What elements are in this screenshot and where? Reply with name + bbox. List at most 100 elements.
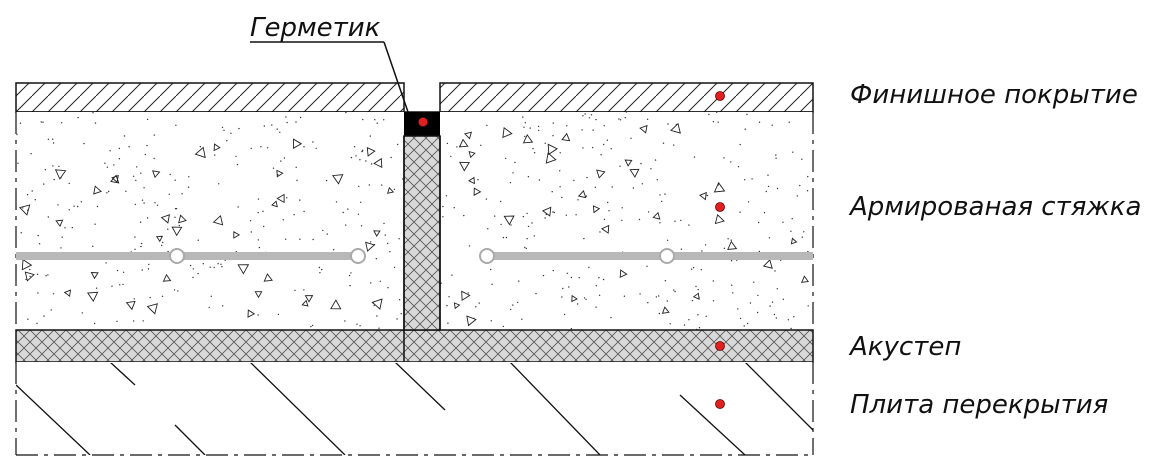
stipple-dot xyxy=(773,313,776,316)
stipple-dot xyxy=(19,122,22,124)
stipple-dot xyxy=(659,194,661,196)
stipple-dot xyxy=(535,292,537,295)
stipple-dot xyxy=(356,323,358,325)
stipple-dot xyxy=(162,241,164,244)
stipple-dot xyxy=(237,206,239,208)
stipple-dot xyxy=(602,278,605,281)
stipple-dot xyxy=(803,231,805,233)
aggregate-mark xyxy=(276,169,284,178)
aggregate-mark xyxy=(629,168,640,178)
stipple-dot xyxy=(257,314,259,316)
marker-sealant xyxy=(418,117,428,127)
stipple-dot xyxy=(799,184,801,187)
layer-markers xyxy=(418,91,725,409)
stipple-dot xyxy=(807,175,809,178)
stipple-dot xyxy=(603,143,605,146)
stipple-dot xyxy=(753,281,755,283)
stipple-dot xyxy=(545,213,547,216)
stipple-dot xyxy=(387,287,389,289)
stipple-dot xyxy=(538,179,541,181)
stipple-dot xyxy=(790,230,792,232)
aggregate-mark xyxy=(18,204,31,216)
stipple-dot xyxy=(113,164,115,166)
stipple-dot xyxy=(500,200,502,203)
aggregate-mark xyxy=(503,215,515,226)
stipple-dot xyxy=(767,174,769,176)
stipple-dot xyxy=(674,290,676,293)
stipple-dot xyxy=(790,327,792,330)
stipple-dot xyxy=(17,162,19,164)
aggregate-mark xyxy=(713,181,726,193)
aggregate-mark xyxy=(93,185,102,195)
stipple-dot xyxy=(537,125,540,128)
stipple-dot xyxy=(310,325,312,328)
stipple-dot xyxy=(487,228,489,230)
aggregate-mark xyxy=(699,191,707,201)
stipple-dot xyxy=(523,126,525,128)
stipple-dot xyxy=(533,235,535,237)
stipple-dot xyxy=(95,287,98,289)
stipple-dot xyxy=(739,143,741,146)
stipple-dot xyxy=(361,150,363,152)
stipple-dot xyxy=(510,224,512,226)
stipple-dot xyxy=(521,318,523,320)
aggregate-mark xyxy=(473,187,482,196)
stipple-dot xyxy=(526,212,528,215)
stipple-dot xyxy=(22,207,24,209)
stipple-dot xyxy=(559,170,561,172)
stipple-dot xyxy=(293,214,295,216)
stipple-dot xyxy=(178,224,180,227)
stipple-dot xyxy=(692,266,695,269)
stipple-dot xyxy=(688,224,690,226)
stipple-dot xyxy=(221,126,224,129)
stipple-dot xyxy=(400,313,402,315)
stipple-dot xyxy=(350,156,353,159)
stipple-dot xyxy=(44,169,46,171)
stipple-dot xyxy=(446,305,448,307)
aggregate-mark xyxy=(670,122,681,134)
stipple-dot xyxy=(257,211,259,214)
aggregate-mark xyxy=(373,157,383,169)
stipple-dot xyxy=(174,179,176,181)
stipple-dot xyxy=(595,118,597,121)
stipple-dot xyxy=(568,286,570,288)
stipple-dot xyxy=(140,172,142,174)
aggregate-mark xyxy=(468,150,476,159)
stipple-dot xyxy=(141,269,143,271)
stipple-dot xyxy=(807,305,809,307)
stipple-dot xyxy=(333,249,335,251)
stipple-dot xyxy=(598,294,601,296)
stipple-dot xyxy=(61,236,63,238)
aggregate-mark xyxy=(160,214,170,224)
stipple-dot xyxy=(135,179,137,182)
stipple-dot xyxy=(448,296,450,298)
stipple-dot xyxy=(654,159,657,161)
stipple-dot xyxy=(147,268,150,270)
stipple-dot xyxy=(594,186,597,188)
stipple-dot xyxy=(389,251,391,253)
stipple-dot xyxy=(359,325,361,327)
aggregate-mark xyxy=(571,294,578,303)
stipple-dot xyxy=(136,166,138,168)
stipple-dot xyxy=(553,211,555,214)
stipple-dot xyxy=(674,220,676,222)
stipple-dot xyxy=(468,245,471,247)
stipple-dot xyxy=(747,201,750,203)
stipple-dot xyxy=(446,142,449,145)
stipple-dot xyxy=(666,239,669,241)
stipple-dot xyxy=(658,295,660,297)
stipple-dot xyxy=(551,191,553,193)
stipple-dot xyxy=(353,146,356,148)
stipple-dot xyxy=(280,160,282,162)
stipple-dot xyxy=(315,147,317,150)
stipple-dot xyxy=(133,320,135,322)
stipple-dot xyxy=(175,124,177,127)
stipple-dot xyxy=(723,157,725,159)
stipple-dot xyxy=(285,238,287,240)
stipple-dot xyxy=(181,193,183,195)
aggregate-mark xyxy=(146,303,158,315)
stipple-dot xyxy=(16,133,18,136)
stipple-dot xyxy=(257,198,260,200)
stipple-dot xyxy=(727,238,729,240)
aggregate-mark xyxy=(292,138,303,149)
